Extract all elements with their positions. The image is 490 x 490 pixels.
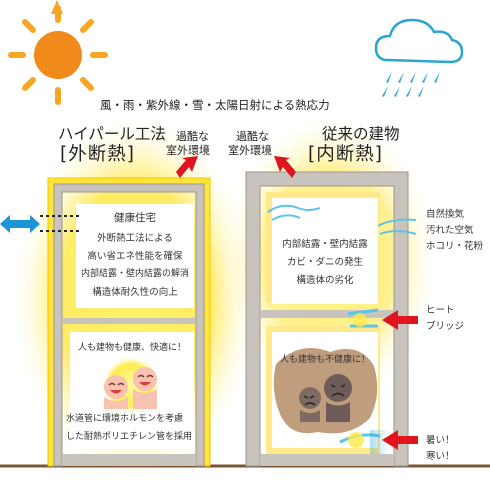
left-upper-line: 内部結露・壁内結露の解消 [80,269,189,279]
header-caption: 風・雨・紫外線・雪・太陽日射による熱応力 [100,98,330,112]
sun-icon [8,0,108,105]
temperature-note-1: 暑い！ [426,435,455,446]
pipe-note-line1: 水道管に環境ホルモンを考慮 [66,414,184,424]
left-lower-caption: 人も建物も健康、快適に！ [77,343,186,353]
right-lower-caption: 人も建物も不健康に！ [279,355,370,365]
blue-double-arrow-icon [0,215,40,233]
right-upper-line: 内部結露・壁内結露 [282,239,368,250]
sad-faces-icon [299,374,352,422]
left-building [47,177,211,467]
left-callout-line1: 過酷な [176,130,209,143]
right-building [245,171,409,467]
left-lower-caption-wrap: 人も建物も健康、快適に！ [70,340,194,356]
left-upper-text: 健康住宅 外断熱工法による 高い省エネ性能を確保 内部結露・壁内結露の解消 構造… [76,210,194,306]
left-building-title: ハイパール工法 [58,125,166,143]
red-arrow-icon [176,156,418,450]
ventilation-note-2: 汚れた空気 [426,225,474,236]
cold-zone [370,430,390,454]
temperature-note-2: 寒い！ [426,451,455,462]
right-upper-line: カビ・ダニの発生 [286,257,363,268]
right-callout-line2: 室外環境 [228,144,272,157]
right-building-title: 従来の建物 [322,125,400,143]
left-upper-line: 外断熱工法による [97,233,173,244]
heat-bridge-note-1: ヒート [426,305,455,316]
heat-bridge-note-2: ブリッジ [426,321,465,332]
left-upper-line: 構造体耐久性の向上 [92,287,178,298]
rain-cloud-icon [374,18,464,64]
rain-drops [382,72,440,97]
right-lower-caption-wrap: 人も建物も不健康に！ [272,352,378,368]
left-callout-line2: 室外環境 [166,144,210,157]
left-upper-line: 高い省エネ性能を確保 [87,251,183,262]
left-upper-line: 健康住宅 [114,212,156,224]
left-insulation-dashes [40,215,80,232]
right-callout-line1: 過酷な [236,130,269,143]
right-upper-text: 内部結露・壁内結露 カビ・ダニの発生 構造体の劣化 [272,236,378,292]
right-building-subtitle: [内断熱] [308,144,383,165]
left-upper-panel [76,204,194,308]
left-building-subtitle: [外断熱] [60,144,135,165]
right-upper-line: 構造体の劣化 [296,275,354,286]
ventilation-note-1: 自然換気 [426,209,465,220]
pipe-note-line2: した耐熱ポリエチレン管を採用 [66,432,193,442]
happy-faces-icon [101,355,161,415]
ventilation-note-3: ホコリ・花粉 [426,241,484,252]
